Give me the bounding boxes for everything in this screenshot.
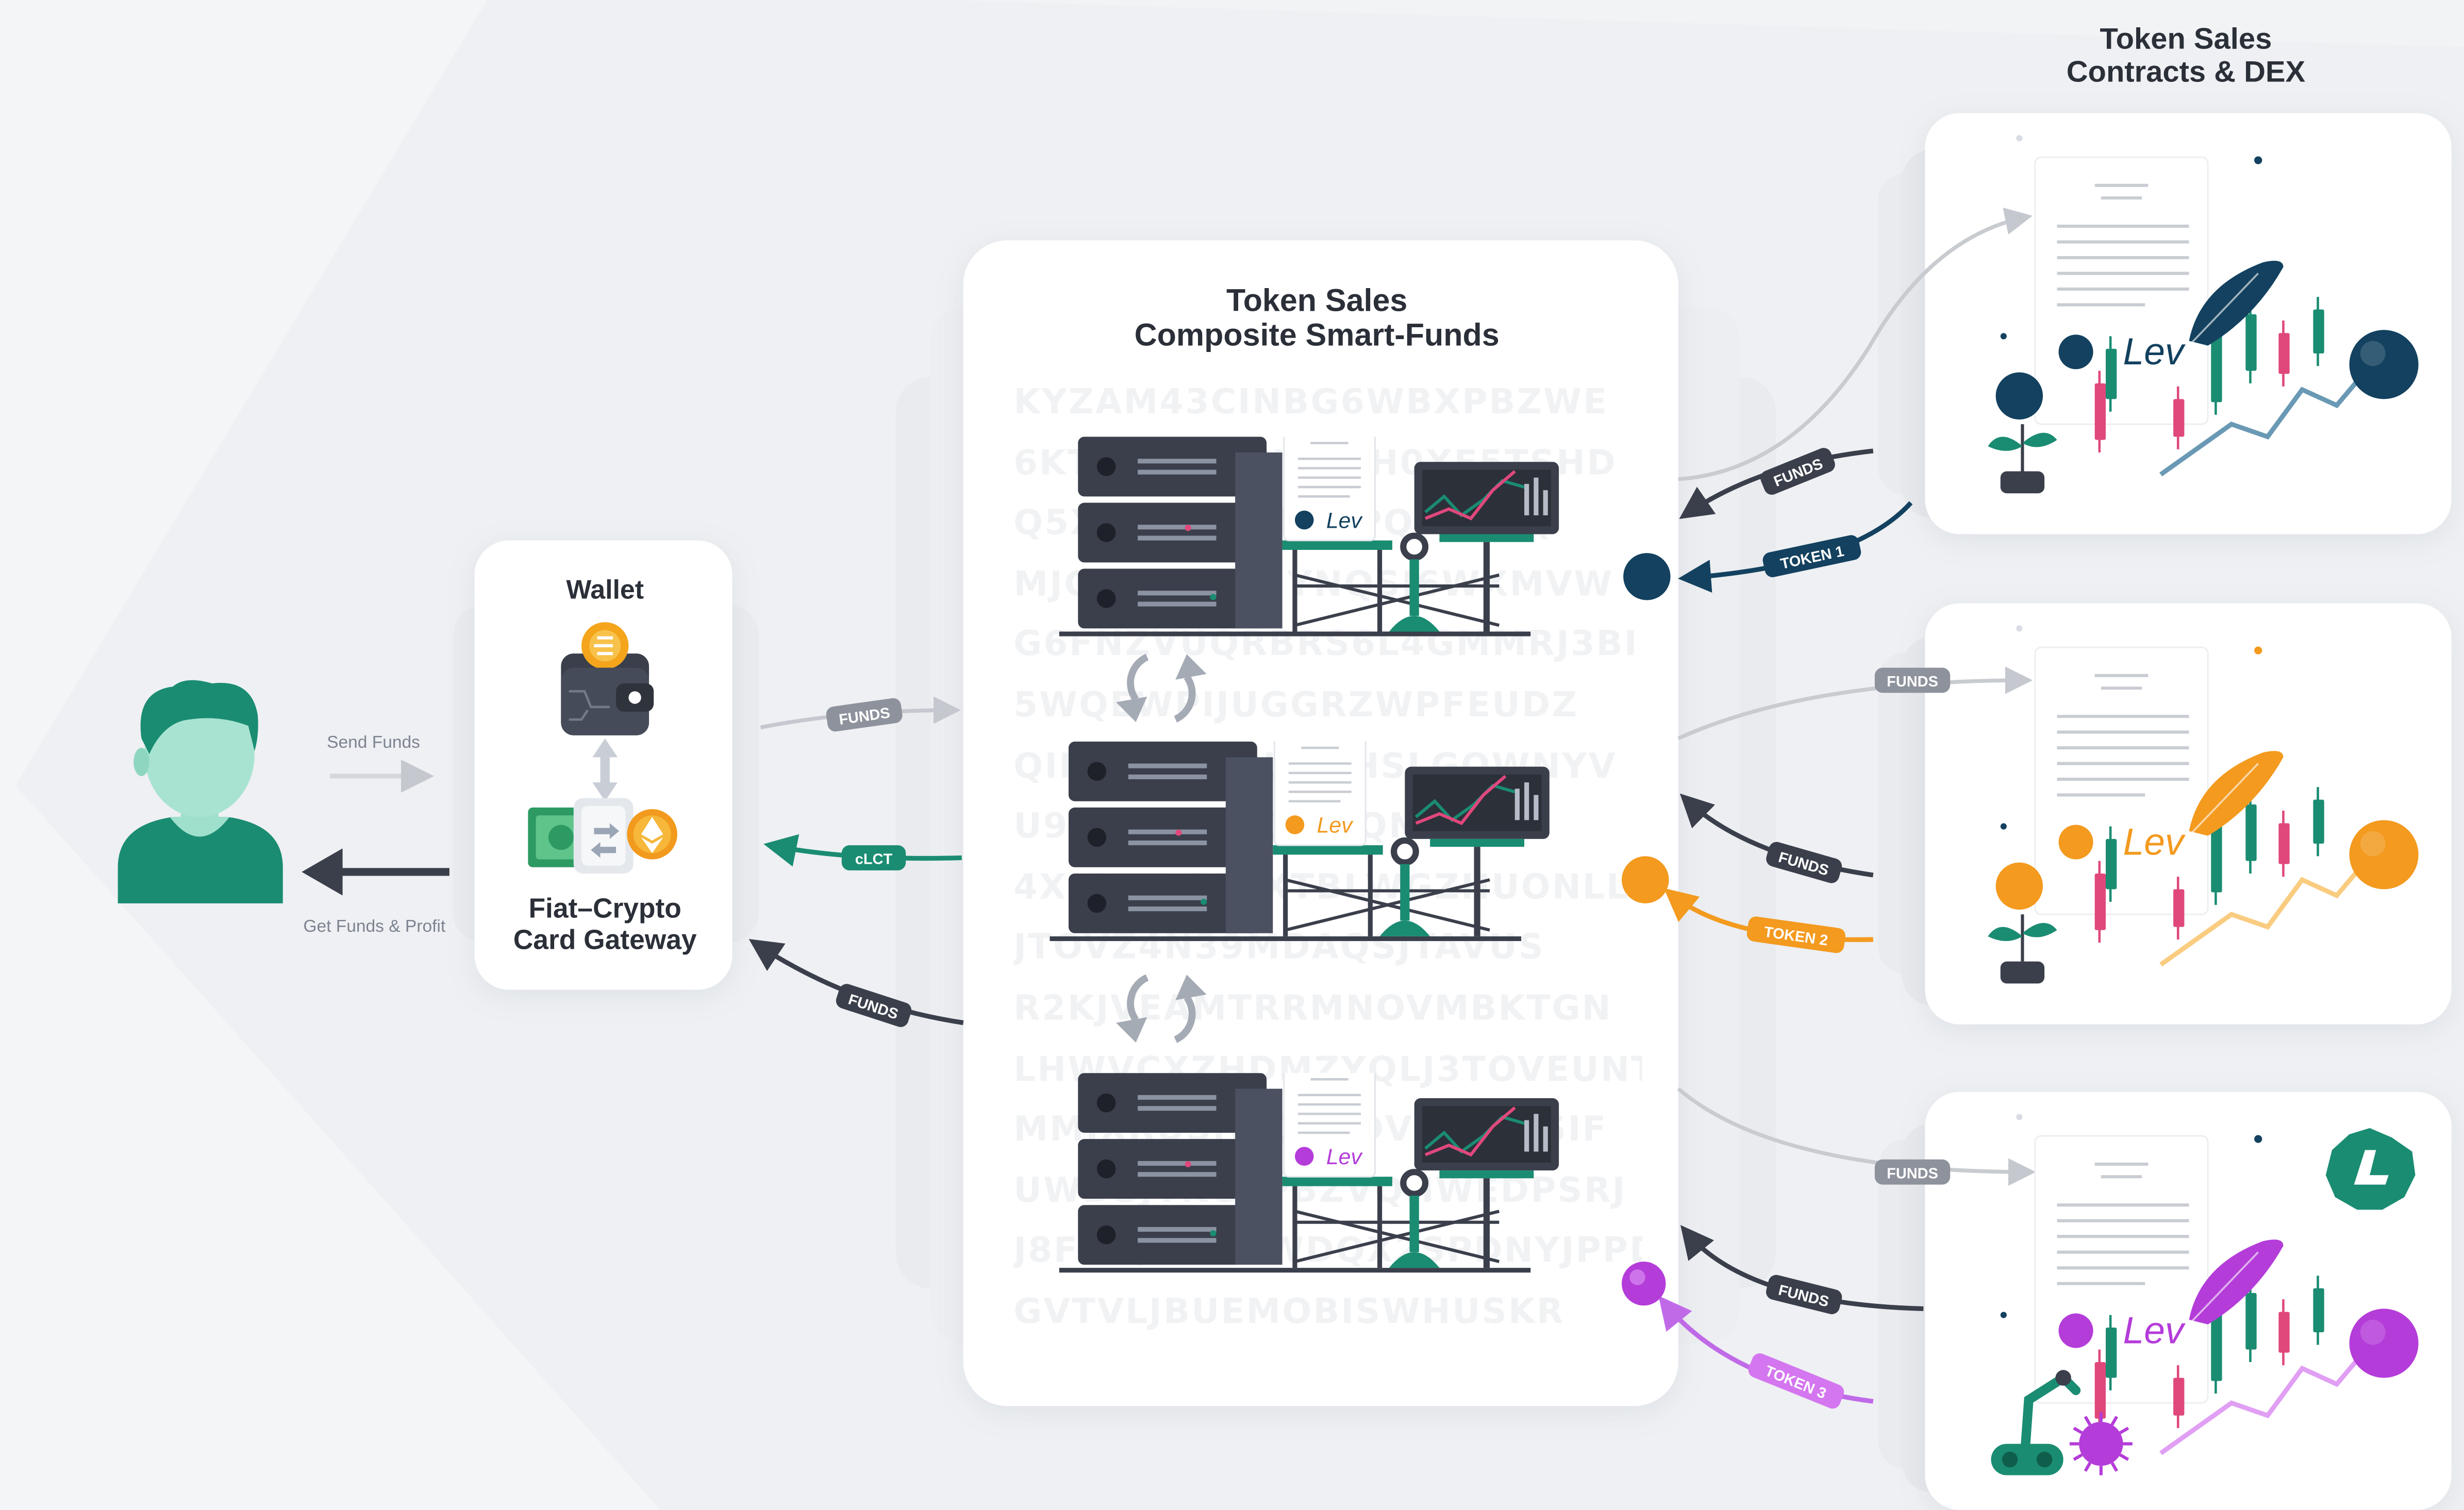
gateway-icon	[528, 798, 677, 874]
user-avatar	[118, 680, 283, 903]
server-2-signature: Lev	[1285, 813, 1354, 838]
pill-label: cLCT	[855, 851, 893, 868]
pill-token-2: TOKEN 2	[1746, 916, 1846, 953]
right-title-line1: Token Sales	[2100, 23, 2272, 57]
server-1-signature: Lev	[1294, 508, 1363, 533]
pill-token-3: TOKEN 3	[1748, 1353, 1844, 1409]
funds-out-1-arrow	[1678, 207, 2033, 481]
wallet-icon	[561, 622, 654, 735]
signature: Lev	[2123, 1309, 2186, 1351]
contract-illustration-2: Lev	[1988, 625, 2419, 984]
watermark-row: R2KJVEAMTRRMNOVMBKTGN	[1013, 989, 1612, 1029]
pill-funds-in-2: FUNDS	[1766, 842, 1842, 883]
watermark-row: GVTVLJBUEMOBISWHUSKR	[1013, 1293, 1565, 1332]
svg-text:Lev: Lev	[1326, 508, 1363, 533]
gateway-title-line1: Fiat–Crypto	[528, 892, 681, 924]
server-stack-3	[1059, 1064, 1559, 1272]
funds-out-2-arrow	[1677, 666, 2033, 741]
pill-token-1: TOKEN 1	[1762, 535, 1861, 577]
gateway-title: Fiat–Crypto Card Gateway	[478, 892, 732, 955]
contract-illustration-1: Lev	[1988, 135, 2419, 494]
contract-illustration-3: Lev	[1991, 1114, 2419, 1475]
center-title-line2: Composite Smart-Funds	[1134, 320, 1500, 355]
server-stack-1	[1059, 427, 1559, 636]
get-funds-label: Get Funds & Profit	[303, 917, 446, 936]
background-chevron	[0, 0, 660, 1510]
pill-funds-in-1: FUNDS	[1760, 448, 1835, 495]
center-title: Token Sales Composite Smart-Funds	[1100, 284, 1534, 355]
server-3-signature: Lev	[1294, 1145, 1363, 1169]
sync-arrows-1	[1116, 654, 1207, 722]
pill-label: FUNDS	[1887, 674, 1938, 690]
watermark-row: JTOVZ4N39MDAQSJTAVUS	[1013, 929, 1545, 968]
watermark-row: KYZAM43CINBG6WBXPBZWE	[1013, 383, 1609, 423]
pill-funds-out-2: FUNDS	[1874, 667, 1951, 693]
get-funds-arrowhead	[302, 848, 343, 896]
pill-funds-in-3: FUNDS	[1766, 1274, 1842, 1315]
center-title-line1: Token Sales	[1226, 284, 1408, 319]
background-band	[943, 0, 2464, 47]
pill-funds-to-wallet: FUNDS	[836, 984, 912, 1027]
pill-label: FUNDS	[1887, 1165, 1938, 1182]
sync-arrows-2	[1116, 975, 1207, 1043]
watermark-row: 5WQEWPIJUGGRZWPFEUDZ	[1013, 686, 1579, 726]
right-title-line2: Contracts & DEX	[2066, 57, 2306, 90]
right-title: Token Sales Contracts & DEX	[2019, 24, 2352, 91]
funds-out-3-arrow	[1677, 1087, 2036, 1186]
server-stack-2	[1050, 732, 1549, 941]
signature: Lev	[2123, 330, 2186, 373]
pill-funds-to-center: FUNDS	[826, 698, 903, 732]
pill-funds-out-3: FUNDS	[1874, 1159, 1951, 1185]
wallet-title: Wallet	[566, 575, 644, 605]
lct-badge-icon	[2325, 1128, 2416, 1210]
signature: Lev	[2123, 820, 2186, 863]
send-funds-label: Send Funds	[327, 733, 420, 753]
token-1-coin	[1623, 553, 1671, 600]
pill-clct: cLCT	[841, 845, 906, 870]
token-2-coin	[1622, 856, 1669, 903]
gateway-title-line2: Card Gateway	[513, 923, 697, 955]
svg-text:Lev: Lev	[1326, 1145, 1363, 1169]
svg-text:Lev: Lev	[1317, 813, 1354, 838]
wallet-gateway-link-icon	[592, 738, 618, 801]
